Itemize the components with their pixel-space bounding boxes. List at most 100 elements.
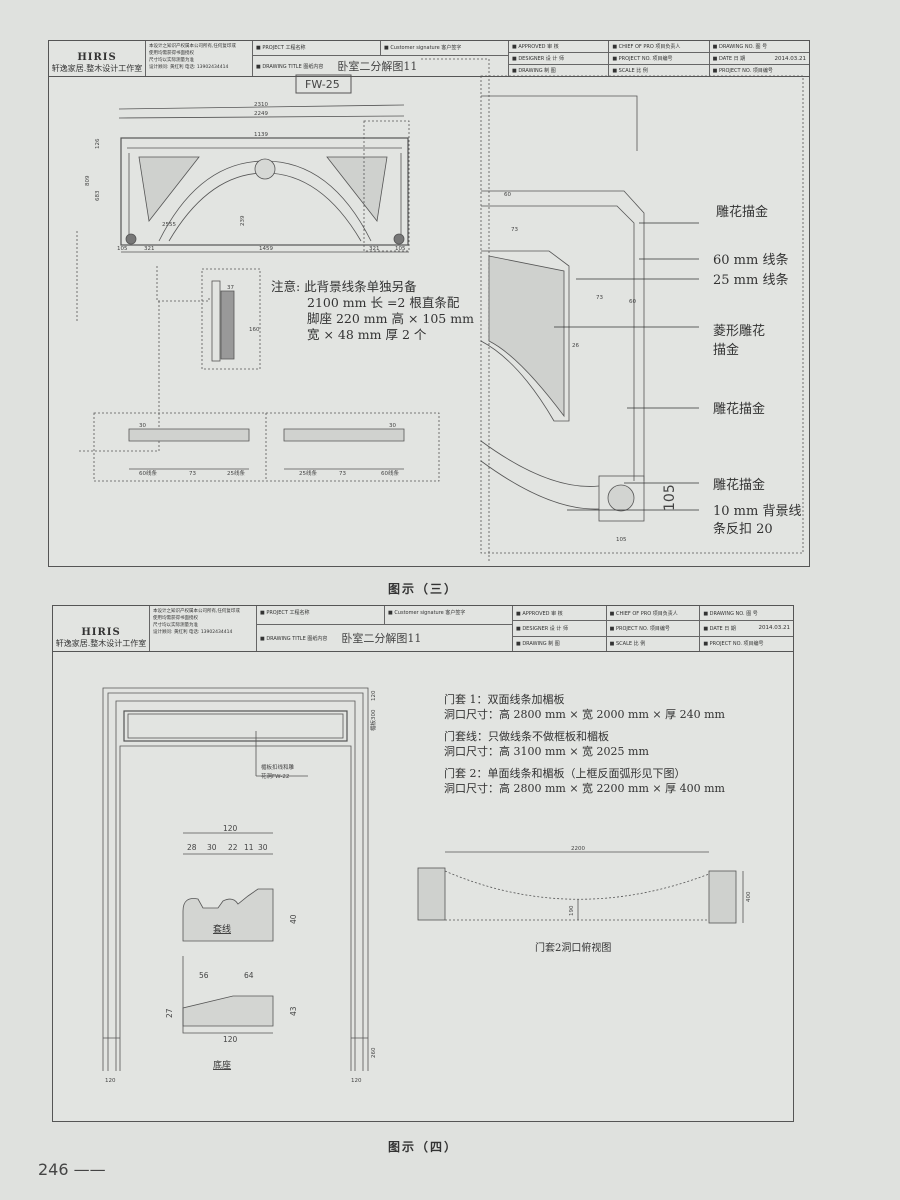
spec-line: 洞口尺寸：高 2800 mm × 宽 2200 mm × 厚 400 mm — [444, 782, 725, 795]
note-line: 设计顾问: 黄红利 电话: 13902434414 — [153, 630, 233, 635]
base-dim: 120 — [223, 1035, 238, 1044]
lintel-note: 花洞FW-22 — [261, 772, 289, 780]
note-line: 本设计之知识产权属本公司所有,任何复印或 — [149, 44, 236, 49]
dim: 73 — [511, 227, 518, 233]
drawing-cell: ■ DRAWING 制 图 — [512, 68, 556, 74]
customer-signature-label: ■ Customer signature 客户签字 — [388, 610, 466, 616]
drawing-cell: ■ DRAWING 制 图 — [516, 641, 560, 648]
callout: 菱形雕花 — [713, 323, 765, 339]
dim: 73 — [339, 471, 346, 477]
spec-line: 洞口尺寸：高 2800 mm × 宽 2000 mm × 厚 240 mm — [444, 708, 725, 721]
dim: 73 — [189, 471, 196, 477]
date-value: 2014.03.21 — [758, 625, 791, 632]
dim: 25线条 — [227, 469, 245, 477]
dim: 楣板300 — [369, 709, 377, 731]
note-line: 本设计之知识产权属本公司所有,任何复印或 — [153, 609, 240, 614]
logo-mark: HIRIS — [77, 52, 117, 63]
dim: 120 — [371, 690, 377, 701]
drawing-title: 卧室二分解图11 — [337, 60, 418, 73]
note-line: 设计顾问: 黄红利 电话: 13902434414 — [149, 65, 229, 70]
fw25-drawing: FW-25 2310 2249 1139 105 321 1459 321 10… — [76, 58, 804, 561]
casing-dim: 11 — [244, 843, 254, 852]
page-number: 246 —— — [38, 1160, 106, 1179]
note-line: 尺寸均以实际测量为准 — [149, 58, 194, 63]
casing-dim: 120 — [223, 824, 238, 833]
scale-cell: ■ SCALE 比 例 — [612, 68, 648, 74]
designer-cell: ■ DESIGNER 设 计 师 — [509, 53, 609, 65]
door-specs: 门套 1：双面线条加楣板 洞口尺寸：高 2800 mm × 宽 2000 mm … — [444, 692, 725, 796]
customer-signature-label: ■ Customer signature 客户签字 — [384, 45, 462, 51]
base-dim: 64 — [244, 971, 254, 980]
casing-label: 套线 — [213, 923, 231, 935]
date-value: 2014.03.21 — [774, 55, 806, 62]
drawing-no-cell: ■ DRAWING NO. 图 号 — [700, 606, 794, 622]
dim: 37 — [227, 285, 234, 291]
project-no-cell-2: ■ PROJECT NO. 项目编号 — [712, 68, 773, 74]
caption-sheet-3: 图示（三） — [388, 582, 459, 596]
dim: 26 — [572, 343, 579, 349]
dim: 60 — [629, 299, 636, 305]
spec-line: 门套 2：单面线条和楣板（上框反面弧形见下图） — [444, 767, 686, 780]
casing-dim: 40 — [289, 914, 298, 924]
spec-line: 门套 1：双面线条加楣板 — [444, 693, 565, 706]
dim: 73 — [596, 295, 603, 301]
note-line: 2100 mm 长 =2 根直条配 — [307, 295, 460, 310]
studio-name: 轩逸家居.整木设计工作室 — [51, 64, 143, 73]
chief-cell: ■ CHIEF OF PRO 项目负责人 — [609, 41, 709, 53]
fw25-note: 注意: 此背景线条单独另备 2100 mm 长 =2 根直条配 脚座 220 m… — [271, 279, 474, 343]
designer-cell: ■ DESIGNER 设 计 师 — [513, 621, 606, 637]
callout: 雕花描金 — [713, 477, 765, 493]
note-line: 宽 × 48 mm 厚 2 个 — [307, 327, 427, 342]
dim: 2555 — [162, 222, 176, 228]
project-no-cell: ■ PROJECT NO. 项目编号 — [606, 621, 700, 637]
dim: 105 — [616, 537, 627, 543]
dim: 126 — [95, 138, 101, 149]
dim: 60 — [504, 192, 511, 198]
drawing-title-label: ■ DRAWING TITLE 图纸内容 — [260, 635, 328, 642]
casing-dim: 22 — [228, 843, 238, 852]
base-dim: 56 — [199, 971, 209, 980]
note-line: 使用均需获得书面授权 — [153, 616, 198, 621]
drawing-title-label: ■ DRAWING TITLE 图纸内容 — [256, 63, 324, 70]
dim: 105 — [117, 246, 128, 252]
plan-dim: 190 — [569, 905, 575, 916]
note-line: 尺寸均以实际测量为准 — [153, 623, 198, 628]
base-label: 底座 — [213, 1059, 231, 1071]
callout: 雕花描金 — [716, 204, 768, 220]
dim: 60线条 — [381, 469, 399, 477]
dim: 260 — [371, 1047, 377, 1058]
dim: 30 — [389, 423, 396, 429]
callout: 描金 — [713, 342, 739, 358]
project-label: ■ PROJECT 工程名称 — [257, 606, 385, 624]
dim: 2249 — [254, 111, 268, 117]
drawing-no-cell: ■ DRAWING NO. 图 号 — [709, 41, 809, 53]
spec-line: 洞口尺寸：高 3100 mm × 宽 2025 mm — [444, 745, 649, 758]
note-line: 使用均需获得书面授权 — [149, 51, 194, 56]
casing-dim: 28 — [187, 843, 197, 852]
caption-sheet-4: 图示（四） — [388, 1140, 459, 1154]
project-no-cell: ■ PROJECT NO. 项目编号 — [609, 53, 709, 65]
base-dim: 43 — [289, 1006, 298, 1016]
approved-cell: ■ APPROVED 审 核 — [513, 606, 606, 622]
project-no-cell-2: ■ PROJECT NO. 项目编号 — [703, 641, 764, 648]
drawing-code: FW-25 — [305, 78, 340, 91]
copyright-notes: 本设计之知识产权属本公司所有,任何复印或使用均需获得书面授权尺寸均以实际测量为准… — [146, 41, 253, 76]
date-label: ■ DATE 日 期 — [703, 625, 736, 632]
dim: 120 — [351, 1078, 362, 1084]
scale-cell: ■ SCALE 比 例 — [609, 641, 646, 648]
dim: 1459 — [259, 246, 273, 252]
dim: 2310 — [254, 102, 268, 108]
project-cell: ■ PROJECT 工程名称■ Customer signature 客户签字 ■… — [257, 606, 513, 651]
logo-mark: HIRIS — [81, 627, 121, 638]
dim: 321 — [369, 246, 380, 252]
approved-cell: ■ APPROVED 审 核 — [509, 41, 609, 53]
project-cell: ■ PROJECT 工程名称■ Customer signature 客户签字■… — [253, 41, 509, 76]
chief-cell: ■ CHIEF OF PRO 项目负责人 — [606, 606, 700, 622]
dim: 105 — [662, 484, 678, 511]
